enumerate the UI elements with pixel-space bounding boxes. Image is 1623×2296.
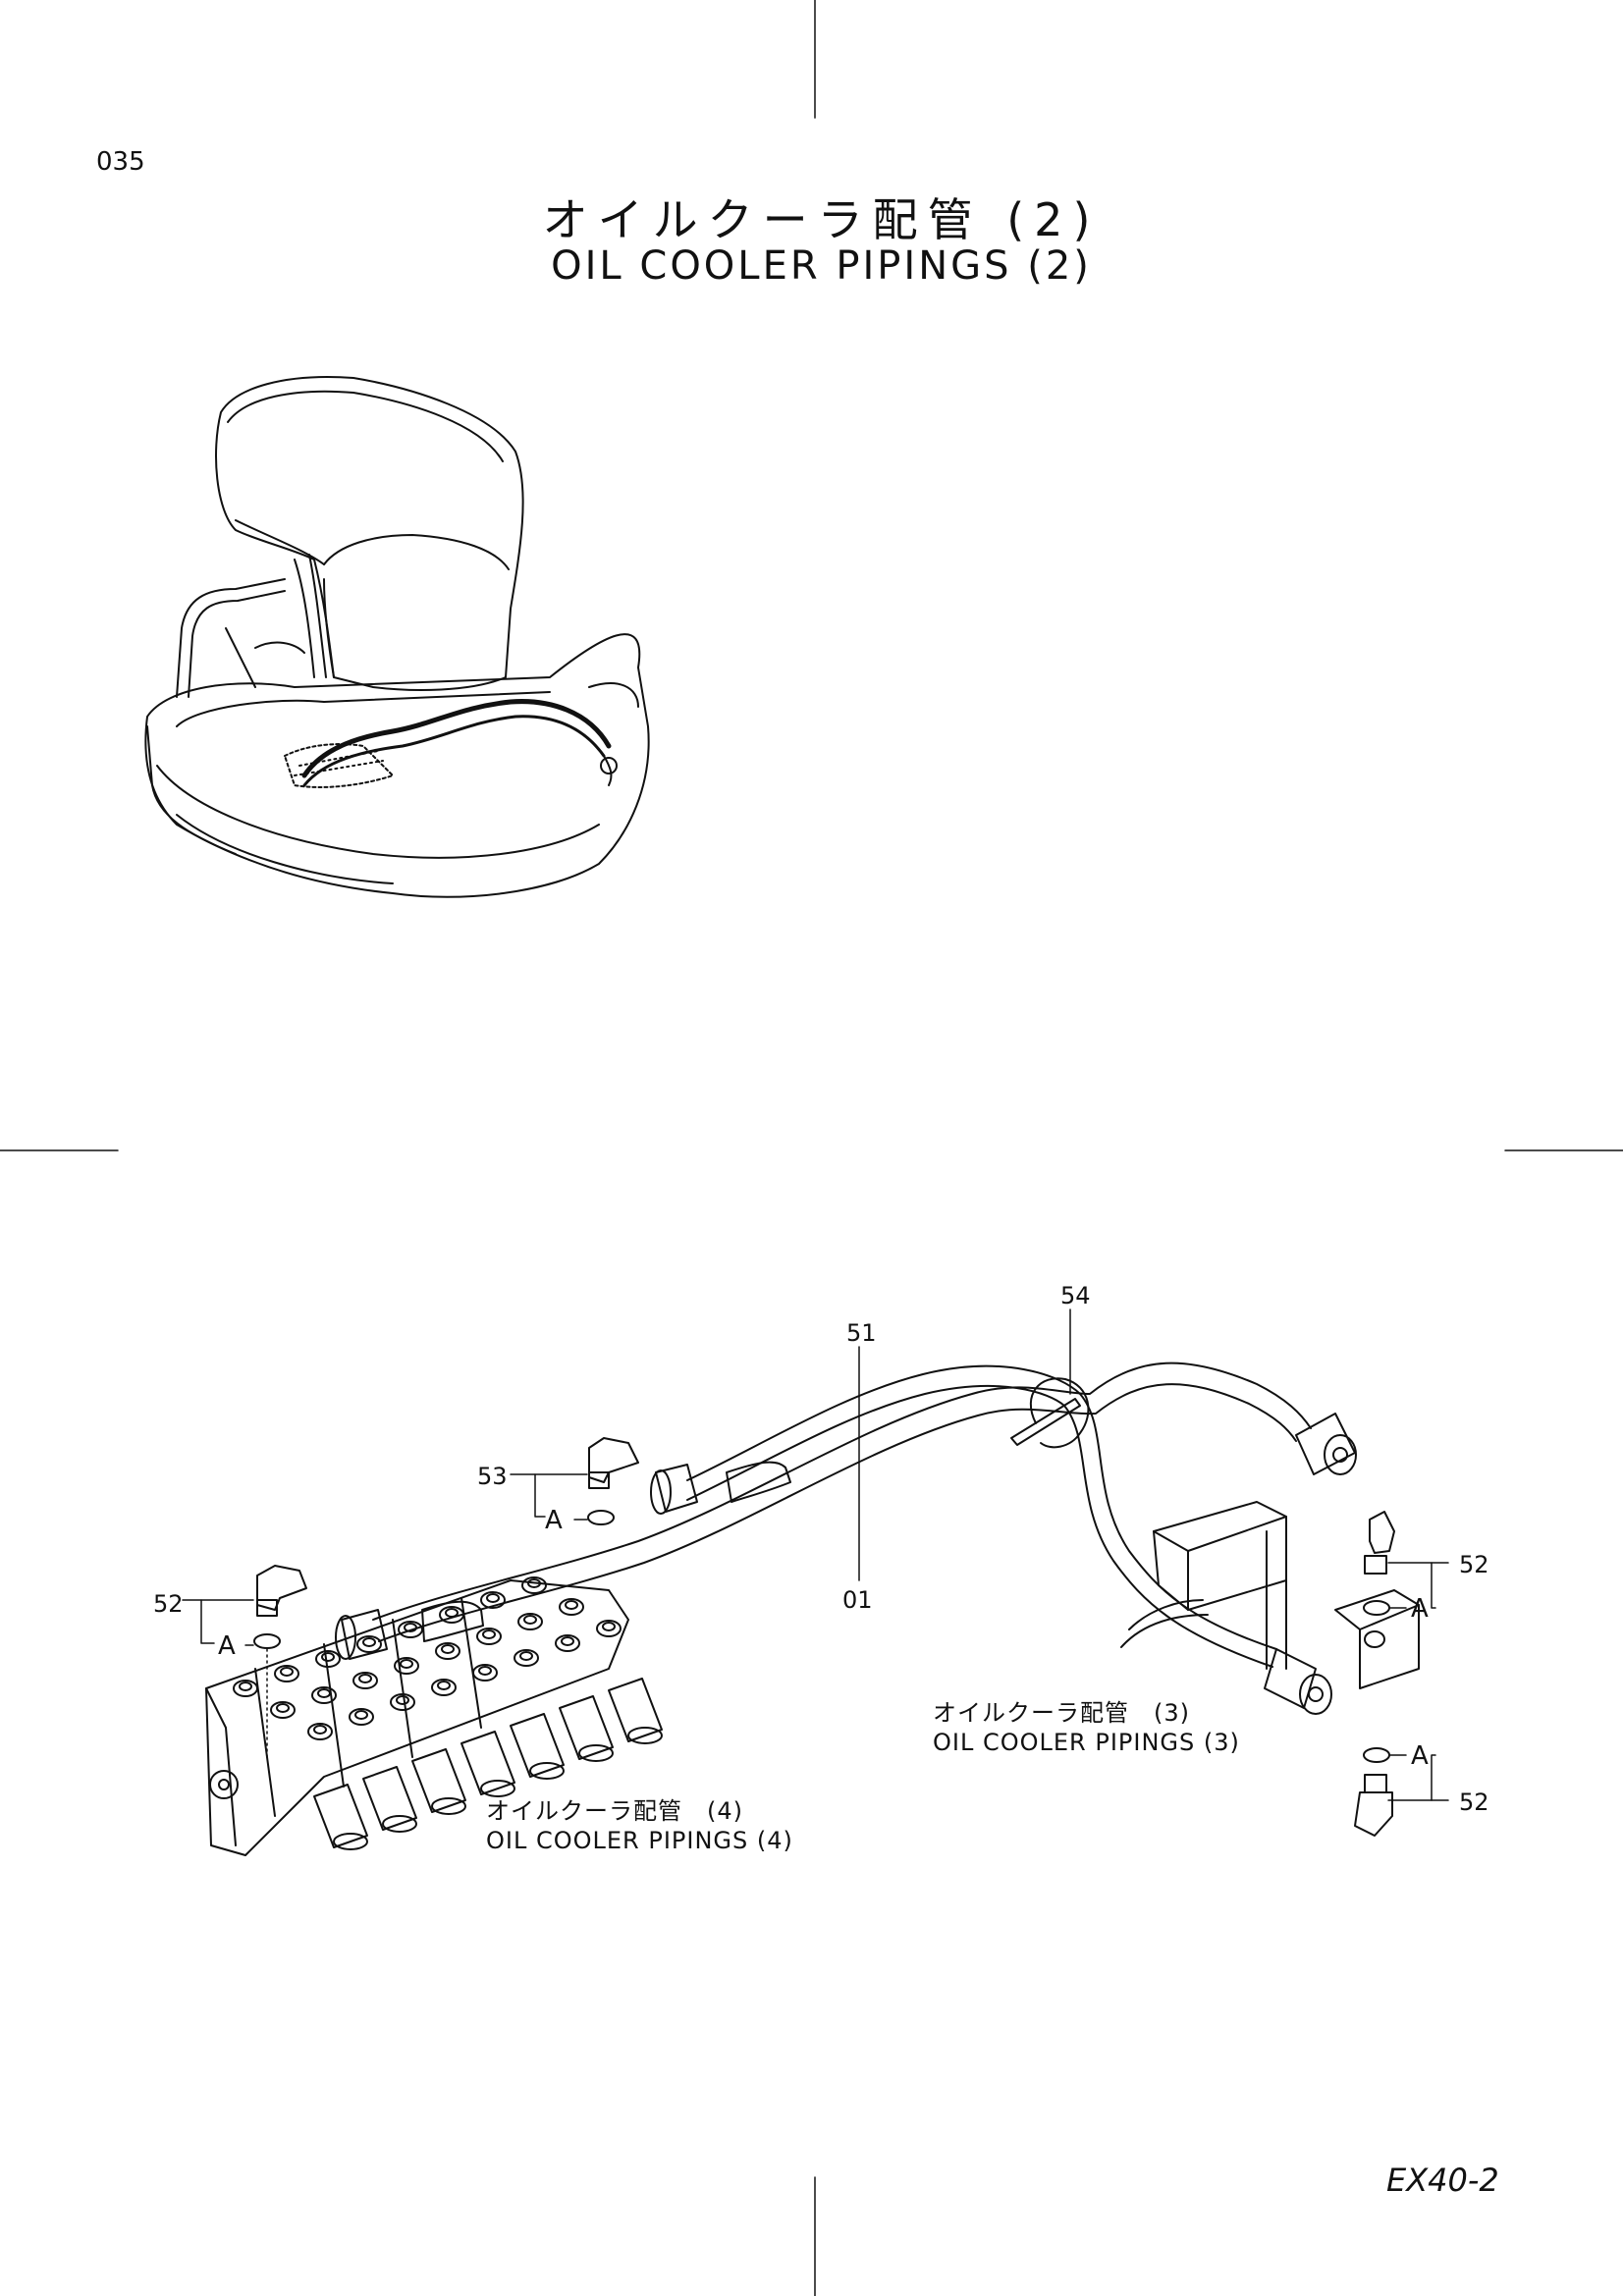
valve-spool-end: [460, 1731, 515, 1797]
callout-part-01[interactable]: 01: [842, 1586, 873, 1614]
hose-51-right-fitting[interactable]: [1264, 1648, 1332, 1715]
detail-a-label-52-right-lower: A: [1411, 1741, 1429, 1771]
detail-a-label-52-left: A: [218, 1631, 236, 1661]
valve-spool-end: [510, 1713, 565, 1780]
clamp-54[interactable]: [1010, 1377, 1090, 1449]
hose-01-right-fitting[interactable]: [1295, 1413, 1357, 1475]
page-number: 035: [96, 147, 145, 177]
hose-51-left-fitting[interactable]: [650, 1461, 791, 1515]
valve-port-boss: [431, 1679, 457, 1696]
machine-overview-illustration: [144, 376, 650, 898]
page-title-english: OIL COOLER PIPINGS (2): [551, 243, 1092, 289]
callout-part-52-right-lower[interactable]: 52: [1459, 1789, 1489, 1816]
valve-port-boss: [480, 1591, 506, 1609]
valve-spool-end: [559, 1695, 614, 1762]
valve-port-boss: [521, 1576, 547, 1594]
reference-note-pipings-3-en: OIL COOLER PIPINGS (3): [933, 1729, 1240, 1756]
valve-port-boss: [559, 1598, 584, 1616]
valve-port-boss: [390, 1693, 415, 1711]
oil-cooler-connection-block: [1120, 1501, 1420, 1689]
valve-port-boss: [555, 1634, 580, 1652]
valve-port-boss: [472, 1664, 498, 1682]
reference-note-pipings-3-jp: オイルクーラ配管 (3): [933, 1699, 1190, 1727]
elbow-fitting-52-right-lower[interactable]: [1354, 1747, 1393, 1837]
valve-port-boss: [514, 1649, 539, 1667]
control-valve-assembly: [205, 1579, 629, 1856]
valve-port-boss: [315, 1650, 341, 1668]
callout-part-53[interactable]: 53: [477, 1463, 508, 1490]
reference-note-pipings-4[interactable]: オイルクーラ配管 (4) OIL COOLER PIPINGS (4): [486, 1796, 793, 1855]
valve-port-boss: [307, 1723, 333, 1740]
hose-51[interactable]: [686, 1364, 1277, 1668]
valve-port-boss: [356, 1635, 382, 1653]
valve-spool-end: [313, 1784, 368, 1850]
valve-spool-end: [608, 1678, 663, 1744]
callout-part-52-right-upper[interactable]: 52: [1459, 1551, 1489, 1578]
valve-port-bosses: [233, 1576, 622, 1740]
elbow-fitting-52-right-upper[interactable]: [1363, 1511, 1395, 1616]
valve-port-boss: [476, 1628, 502, 1645]
reference-note-pipings-4-jp: オイルクーラ配管 (4): [486, 1797, 743, 1825]
callout-part-54[interactable]: 54: [1060, 1282, 1091, 1309]
valve-port-boss: [517, 1613, 543, 1630]
valve-port-boss: [233, 1680, 258, 1697]
elbow-fitting-53[interactable]: [587, 1437, 639, 1525]
valve-port-boss: [596, 1620, 622, 1637]
valve-spool-end: [411, 1748, 466, 1815]
valve-spool-ends: [313, 1678, 663, 1850]
hose-01-left-fitting[interactable]: [335, 1600, 484, 1660]
callout-part-51[interactable]: 51: [846, 1319, 877, 1347]
valve-spool-end: [362, 1766, 417, 1833]
reference-note-pipings-4-en: OIL COOLER PIPINGS (4): [486, 1827, 793, 1854]
valve-port-boss: [274, 1665, 299, 1682]
valve-port-boss: [435, 1642, 460, 1660]
callout-part-52-left[interactable]: 52: [153, 1590, 184, 1618]
page-title-japanese: オイルクーラ配管 (2): [542, 193, 1101, 246]
reference-note-pipings-3[interactable]: オイルクーラ配管 (3) OIL COOLER PIPINGS (3): [933, 1698, 1240, 1757]
valve-port-boss: [394, 1657, 419, 1675]
hose-01[interactable]: [372, 1362, 1312, 1642]
callout-leaders: [182, 1308, 1449, 1801]
model-code: EX40-2: [1386, 2162, 1499, 2199]
valve-port-boss: [311, 1686, 337, 1704]
detail-a-label-53: A: [545, 1506, 563, 1535]
valve-port-boss: [349, 1708, 374, 1726]
elbow-fitting-52-left[interactable]: [253, 1565, 307, 1649]
valve-port-boss: [352, 1672, 378, 1689]
valve-port-boss: [270, 1701, 296, 1719]
